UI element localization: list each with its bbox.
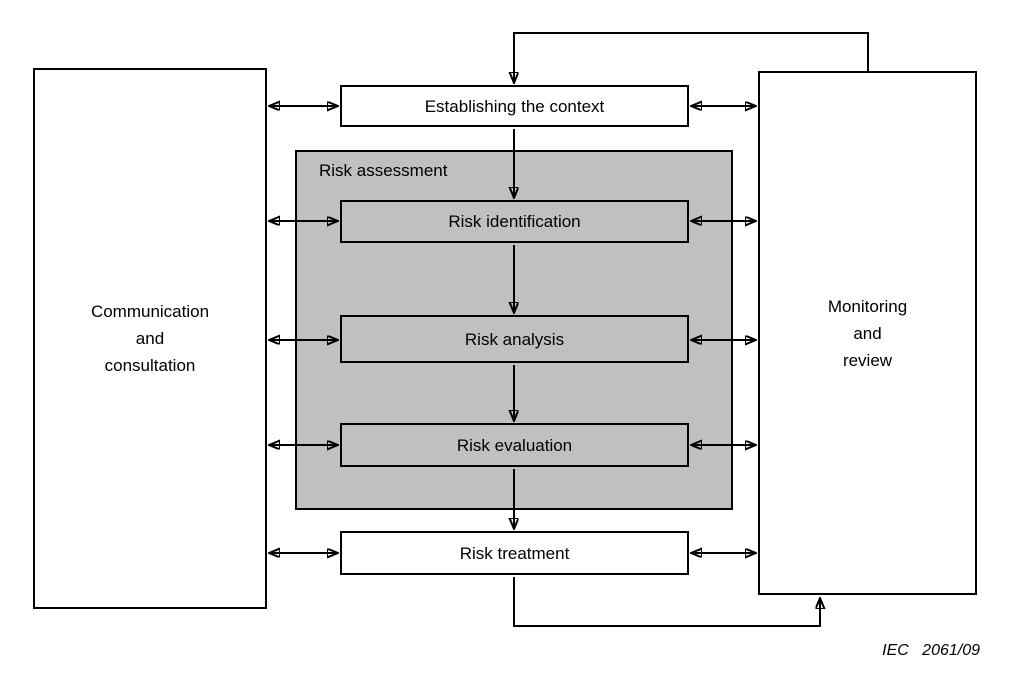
node-identification-label: Risk identification <box>448 212 581 231</box>
node-communication-and-consultation: Communication and consultation <box>33 68 267 609</box>
node-analysis-label: Risk analysis <box>464 329 565 349</box>
node-risk-analysis: Risk analysis <box>340 315 689 363</box>
node-establishing-the-context: Establishing the context <box>340 85 689 127</box>
node-risk-treatment: Risk treatment <box>340 531 689 575</box>
node-treatment-label: Risk treatment <box>459 543 570 563</box>
node-evaluation-label: Risk evaluation <box>456 435 573 455</box>
figure-reference-caption: IEC 2061/09 <box>882 642 980 659</box>
risk-assessment-panel-label: Risk assessment <box>319 161 448 180</box>
node-monitoring-and-review: Monitoring and review <box>758 71 977 595</box>
node-communication-label: Communication and consultation <box>90 302 210 375</box>
node-risk-evaluation: Risk evaluation <box>340 423 689 467</box>
node-monitoring-label: Monitoring and review <box>827 296 908 370</box>
node-context-label: Establishing the context <box>424 96 605 116</box>
node-risk-identification: Risk identification <box>340 200 689 243</box>
